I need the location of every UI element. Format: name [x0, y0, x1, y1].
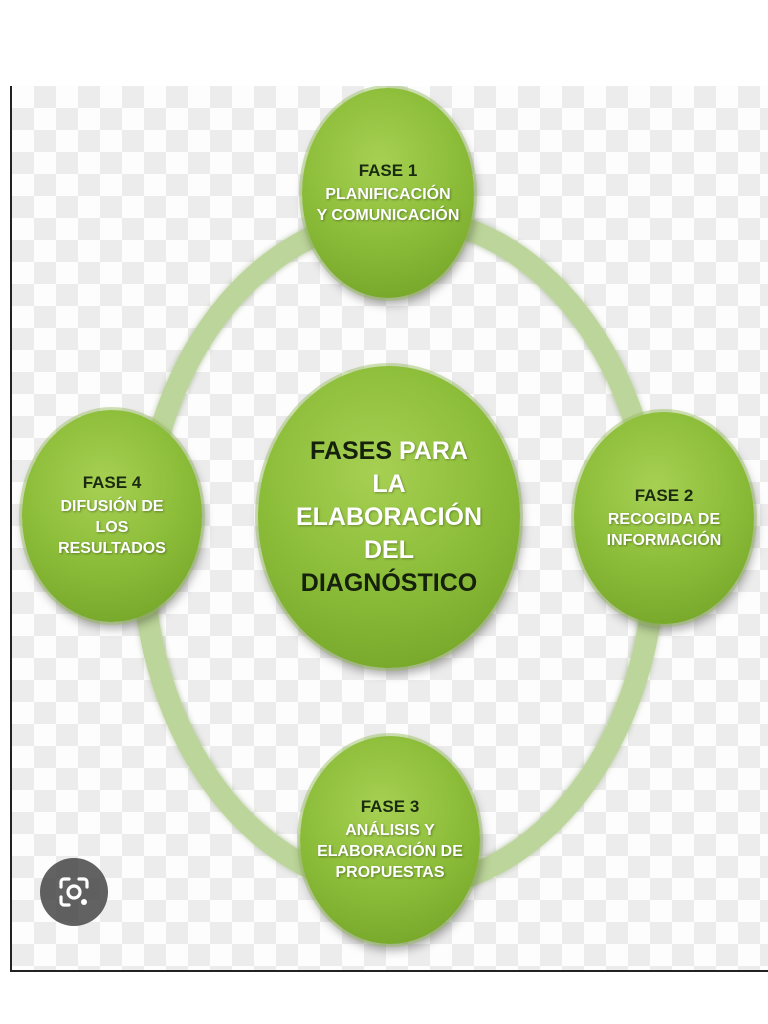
phase-title: FASE 2: [634, 485, 694, 505]
phase-desc-line: RESULTADOS: [58, 540, 166, 557]
center-word-fases: FASES: [310, 436, 393, 465]
center-line-2: LA: [372, 469, 406, 498]
phase-title: FASE 4: [82, 473, 142, 492]
phase-desc-line: PROPUESTAS: [335, 864, 445, 881]
center-line-3: ELABORACIÓN: [295, 502, 483, 531]
center-node: FASES PARA LA ELABORACIÓN DEL DIAGNÓSTIC…: [258, 366, 520, 668]
lens-glyph: [59, 877, 89, 907]
phase-2-node: FASE 2 RECOGIDA DE INFORMACIÓN: [574, 412, 754, 624]
phase-4-node: FASE 4 DIFUSIÓN DE LOS RESULTADOS: [22, 410, 202, 622]
phase-desc-line: ELABORACIÓN DE: [317, 843, 463, 860]
phase-3-node: FASE 3 ANÁLISIS Y ELABORACIÓN DE PROPUES…: [300, 736, 480, 944]
phase-desc-line: Y COMUNICACIÓN: [316, 206, 460, 224]
center-line-1: FASES PARA: [310, 435, 468, 468]
phase-desc-line: LOS: [95, 519, 129, 536]
phase-title: FASE 3: [360, 797, 420, 816]
phase-desc-line: RECOGIDA DE: [607, 510, 721, 528]
diagram-frame: FASE 1 PLANIFICACIÓN Y COMUNICACIÓN FASE…: [10, 86, 768, 972]
phase-1-node: FASE 1 PLANIFICACIÓN Y COMUNICACIÓN: [302, 88, 474, 298]
phase-desc-line: ANÁLISIS Y: [345, 822, 435, 839]
google-lens-icon[interactable]: [40, 858, 108, 926]
center-line-5: DIAGNÓSTICO: [300, 568, 478, 597]
center-word-para: PARA: [398, 436, 468, 465]
phase-title: FASE 1: [358, 160, 418, 180]
phase-desc-line: PLANIFICACIÓN: [325, 185, 451, 203]
phase-desc-line: DIFUSIÓN DE: [60, 498, 164, 515]
center-line-4: DEL: [364, 535, 414, 564]
phase-desc-line: INFORMACIÓN: [606, 531, 722, 549]
